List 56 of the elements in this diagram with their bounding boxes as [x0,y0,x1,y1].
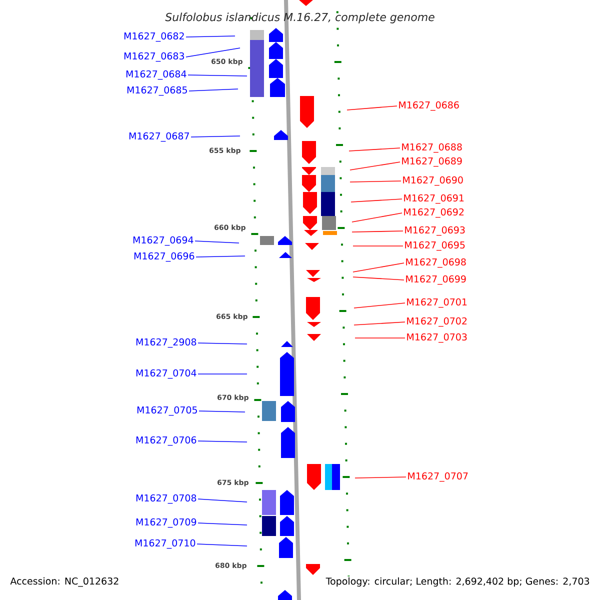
gene-label: M1627_0686 [399,101,459,111]
gene-label: M1627_0701 [407,298,467,308]
accession-text: Accession: NC_012632 [10,577,118,587]
gene-label: M1627_0705 [137,406,197,416]
gene-label: M1627_0690 [403,176,463,186]
leader-line [198,440,248,442]
gene-label: M1627_0692 [404,208,464,218]
gene-label: M1627_0696 [134,252,194,262]
leader-line [198,522,248,526]
gene-label: M1627_0699 [406,275,466,285]
leader-line [354,476,406,478]
gene-label: M1627_0683 [124,52,184,62]
gene-label: M1627_0691 [404,194,464,204]
leader-line [352,262,404,272]
gene-label: M1627_0704 [136,369,196,379]
gene-label: M1627_0708 [136,494,196,504]
gene-label: M1627_2908 [136,338,196,348]
leader-line [198,342,248,344]
leader-line [188,74,248,76]
leader-line [188,88,238,92]
leader-line [198,410,246,412]
gene-label: M1627_0703 [407,333,467,343]
leader-line [348,148,400,152]
topology-text: Topology: circular; Length: 2,692,402 bp; Genes: 2,703 [324,576,591,588]
gene-label: M1627_0710 [135,539,196,549]
leader-line [346,106,398,110]
leader-line [186,36,236,38]
gene-label: M1627_0706 [136,436,196,446]
leader-line [350,180,402,182]
leader-line [352,230,404,232]
gene-label: M1627_0682 [124,32,184,42]
leader-line [196,544,248,546]
gene-label: M1627_0709 [136,518,196,528]
gene-label: M1627_0693 [405,226,465,236]
gene-label: M1627_0707 [408,472,468,482]
leader-line [198,498,248,502]
leader-line [350,162,400,170]
leader-line [352,276,404,280]
gene-label: M1627_0689 [402,157,462,167]
leader-line [350,198,402,202]
gene-label: M1627_0688 [402,143,462,153]
gene-label: M1627_0694 [133,236,194,246]
leader-line [354,302,406,308]
leader-line [196,256,246,258]
gene-label: M1627_0698 [406,258,466,268]
title: Sulfolobus islandicus M.16.27, complete genome [165,12,434,24]
gene-label: M1627_0687 [129,132,189,142]
leader-line [190,136,240,138]
leader-line [354,322,406,326]
gene-label: M1627_0684 [126,70,186,80]
leader-line [186,48,240,58]
gene-label: M1627_0695 [405,241,465,251]
leader-line [194,240,240,244]
leader-line [352,212,402,222]
gene-label: M1627_0685 [127,86,187,96]
gene-label: M1627_0702 [407,317,467,327]
